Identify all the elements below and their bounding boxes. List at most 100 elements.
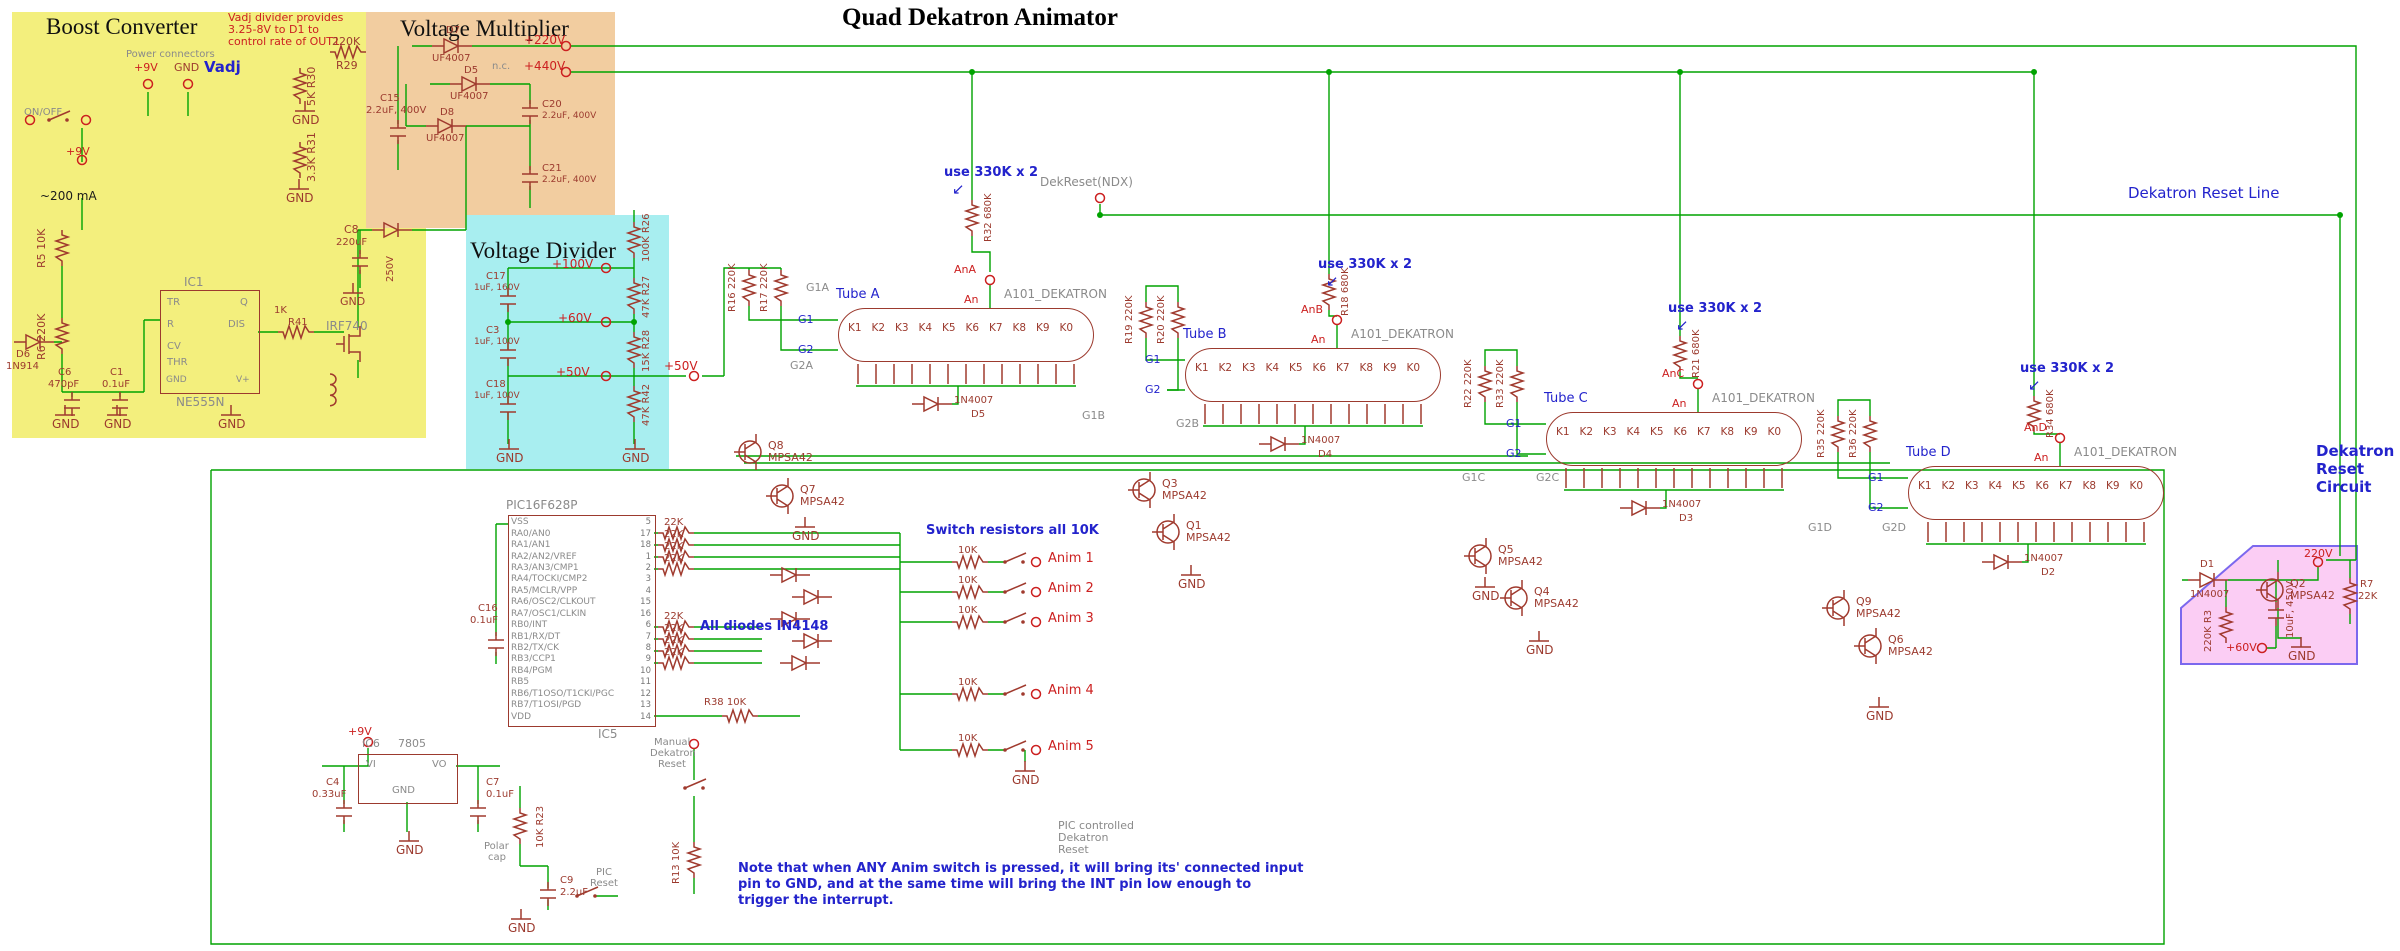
resistor-symbol [625,332,643,368]
schematic-label: 1uF, 100V [474,337,520,347]
tube-cathode-pin: K6 [1312,362,1327,374]
schematic-label: 10uF, 450V [2285,580,2296,638]
terminal-icon [560,40,572,52]
schematic-label: 470pF [48,379,80,390]
schematic-label: 5K R30 [305,66,318,106]
schematic-label: UF4007 [426,133,465,144]
pic-pin-name: RB1/RX/DT [511,631,561,642]
gnd-symbol [1869,697,1889,708]
schematic-label: G1D [1808,521,1832,534]
pic-pin-name: RA7/OSC1/CLKIN [511,608,587,619]
schematic-label: 3.25-8V to D1 to [228,23,320,36]
tube-cathode-pin: K6 [1673,426,1688,438]
capacitor-symbol [500,342,516,366]
resistor-symbol [1861,416,1879,452]
schematic-label: MPSA42 [1534,597,1579,610]
switch-symbol [593,894,597,898]
gnd-label: GND [1472,589,1500,603]
tube-cathode-pin: K6 [2035,480,2050,492]
tube-cathode-pin: K1 [1918,480,1932,492]
component-symbols [14,37,2359,920]
resistor-symbol [952,685,988,703]
resistor-symbol [952,583,988,601]
wire [971,236,2060,435]
resistor-symbol [625,386,643,422]
schematic-label: Vadj [204,58,241,76]
tube-name: Tube C [1544,391,1588,406]
tube-g2-label: G2 [798,343,814,356]
resistor-symbol [952,553,988,571]
diode-symbol [792,632,832,650]
gnd-label: GND [792,529,820,543]
switch-symbol [1021,590,1025,594]
tube-name: Tube B [1183,327,1227,342]
gnd-label: GND [218,417,246,431]
pic-pin-name: RA2/AN2/VREF [511,551,577,562]
resistor-symbol [722,707,758,725]
schematic-label: MPSA42 [1498,555,1543,568]
schematic-label: 2.2uF, 400V [366,105,427,116]
schematic-label: DekReset(NDX) [1040,175,1133,189]
tube-diode-part: 1N4007 [1301,435,1341,446]
tube-cathode-pin: K5 [2012,480,2026,492]
junction-dot [1326,69,1332,75]
switch-symbol [1004,552,1027,563]
tube-cathode-pin: K7 [2059,480,2073,492]
tube-cathode-pin: K2 [871,322,886,334]
schematic-label: Q8 [768,439,784,452]
tube-cathode-pin: K8 [1012,322,1027,334]
tube-anode-label: An [1672,397,1687,410]
resistor-symbol [1137,302,1155,338]
diode-symbol [1620,499,1660,517]
schematic-label: ON/OFF [24,107,63,118]
schematic-label: Q2 [2290,577,2306,590]
resistor-symbol [1320,274,1338,310]
tube-diode-ref: D4 [1318,449,1333,460]
pic-pin-number: 9 [645,654,651,665]
terminal-icon [688,738,700,750]
schematic-label: Anim 5 [1048,739,1094,754]
schematic-label: ↙ [1326,272,1339,290]
schematic-label: 47K R42 [641,383,652,426]
schematic-label: UF4007 [432,53,471,64]
switch-symbol [1004,740,1027,751]
schematic-label: R16 220K [727,263,738,313]
schematic-label: MPSA42 [1856,607,1901,620]
schematic-label: 0.33uF [312,789,347,800]
tube-cathode-pin: K8 [1720,426,1735,438]
transistor-symbol [1152,514,1175,550]
boost-converter-region [12,12,426,438]
schematic-label: MPSA42 [800,495,845,508]
schematic-label: Reset [2316,460,2364,478]
resistor-symbol [952,613,988,631]
schematic-label: C21 [542,163,562,174]
pic-pin-name: RA6/OSC2/CLKOUT [511,597,596,608]
resistor-symbol [658,654,694,672]
tube-cathode-pin: K2 [1579,426,1594,438]
tube-cathode-pin: K1 [1556,426,1570,438]
gnd-label: GND [1526,643,1554,657]
tube-cathode-pin: K4 [1626,426,1641,438]
schematic-label: ~200 mA [40,189,97,203]
schematic-label: 220V [2304,547,2333,560]
resistor-symbol [658,524,694,542]
schematic-label: Circuit [2316,478,2372,496]
resistor-symbol [511,808,529,844]
diode-symbol [792,588,832,606]
terminal-icon [600,316,612,328]
wire [322,748,500,832]
schematic-label: +220V [524,33,566,47]
terminal-icon [560,66,572,78]
schematic-label: +9V [134,61,158,74]
tube-cathode-pin: K8 [1359,362,1374,374]
schematic-label: R7 [2360,579,2374,590]
gnd-label: GND [2288,649,2316,663]
diode-symbol [912,395,952,413]
schematic-label: trigger the interrupt. [738,893,894,908]
